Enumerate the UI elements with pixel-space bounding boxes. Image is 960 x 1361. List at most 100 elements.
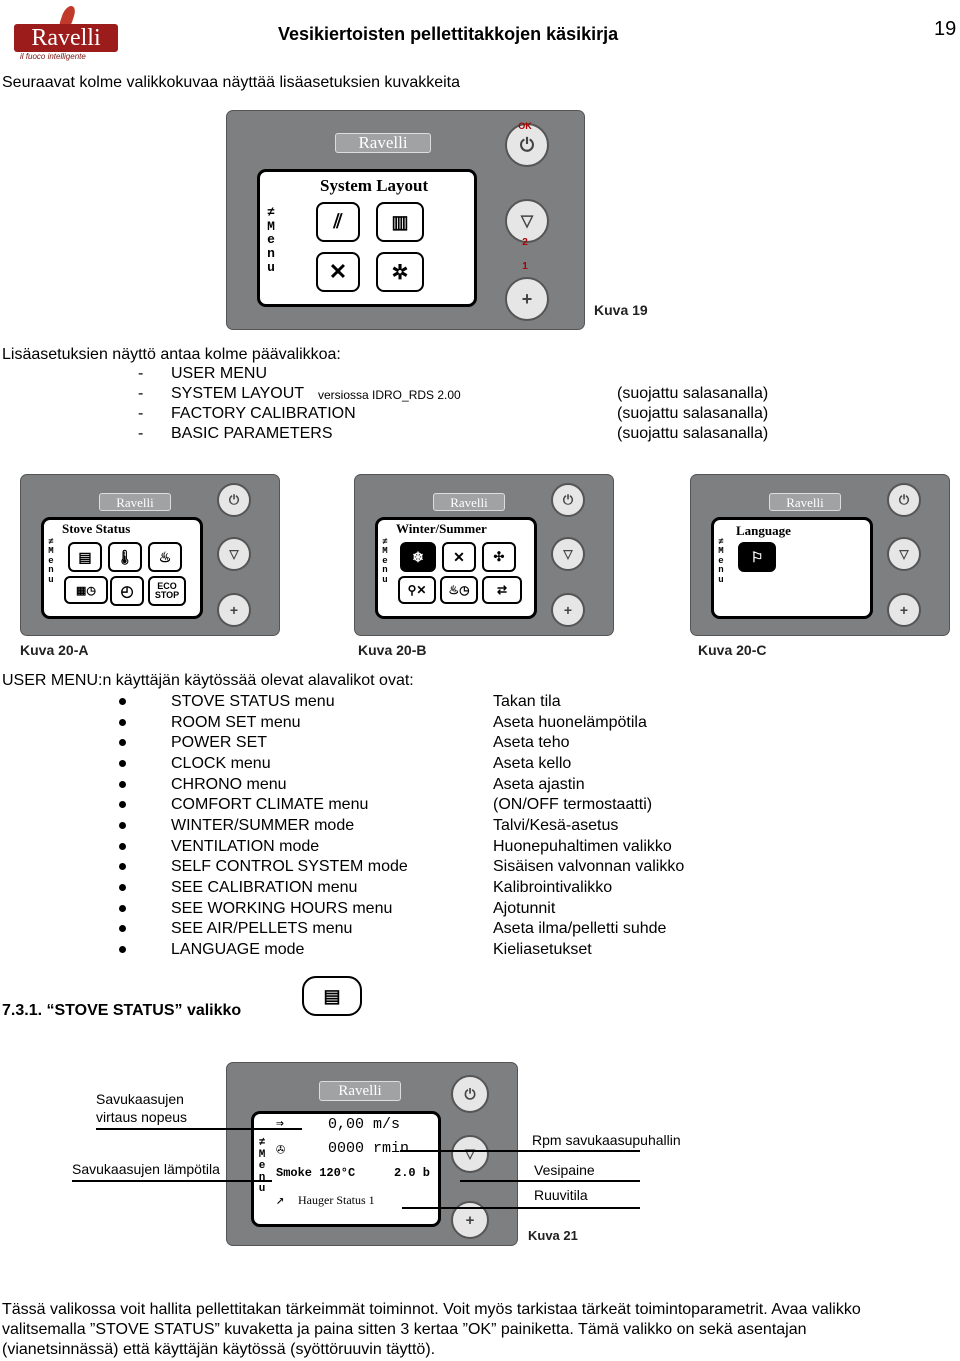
- list-item-desc: Aseta kello: [493, 755, 572, 772]
- menu-version-note: versiossa IDRO_RDS 2.00: [318, 388, 461, 402]
- list-item-desc: Aseta teho: [493, 734, 570, 751]
- list-item-desc: Aseta huonelämpötila: [493, 714, 647, 731]
- ok-button[interactable]: ⏻: [887, 483, 921, 517]
- tools-icon[interactable]: ✕: [442, 542, 476, 572]
- menu-dash: -: [138, 425, 144, 442]
- list-item: CLOCK menu: [171, 755, 271, 772]
- down-button[interactable]: ▽: [217, 537, 251, 571]
- fig19-screen-title: System Layout: [320, 176, 429, 195]
- chrono-icon[interactable]: ◴: [110, 576, 144, 606]
- ok-button[interactable]: ⏻: [551, 483, 585, 517]
- fan-icon: ✇: [276, 1142, 286, 1159]
- list-item: LANGUAGE mode: [171, 941, 305, 958]
- ravelli-logo: Ravelli il fuoco intelligente: [14, 4, 120, 61]
- intro-text: Seuraavat kolme valikkokuvaa näyttää lis…: [2, 74, 461, 91]
- fig20a-caption: Kuva 20-A: [20, 642, 89, 658]
- flame-icon[interactable]: ♨: [148, 542, 182, 572]
- row-auger: Hauger Status 1: [298, 1193, 375, 1207]
- fan-off-icon[interactable]: ✣: [482, 542, 516, 572]
- panel-brand: Ravelli: [433, 493, 505, 511]
- ok-button[interactable]: ⏻: [505, 123, 549, 167]
- stove-status-icon: ▤: [302, 976, 362, 1016]
- clock-calendar-icon[interactable]: ▦◷: [64, 576, 108, 604]
- ok-button[interactable]: ⏻: [451, 1075, 489, 1113]
- stove-status-icon[interactable]: ▤: [68, 542, 102, 572]
- menu-dash: -: [138, 405, 144, 422]
- menu-dash: -: [138, 365, 144, 382]
- fig21-caption: Kuva 21: [528, 1228, 578, 1243]
- panel-brand: Ravelli: [335, 133, 431, 153]
- list-item-desc: Aseta ilma/pelletti suhde: [493, 920, 667, 937]
- footer-line: (vianetsinnässä) että käyttäjän käytössä…: [2, 1341, 436, 1358]
- auger-icon: ↗: [276, 1193, 285, 1209]
- list-item: CHRONO menu: [171, 776, 287, 793]
- main-menus-intro: Lisäasetuksien näyttö antaa kolme pääval…: [2, 346, 341, 363]
- up-button[interactable]: +: [505, 277, 549, 321]
- list-item: ROOM SET menu: [171, 714, 301, 731]
- down-button[interactable]: ▽: [551, 537, 585, 571]
- down-button[interactable]: ▽: [887, 537, 921, 571]
- page-number: 19: [934, 18, 957, 40]
- menu-factory-calibration: FACTORY CALIBRATION: [171, 405, 356, 422]
- panel-brand: Ravelli: [319, 1081, 401, 1101]
- flame-clock-icon[interactable]: ♨◷: [440, 576, 478, 604]
- ok-button[interactable]: ⏻: [217, 483, 251, 517]
- list-item: WINTER/SUMMER mode: [171, 817, 355, 834]
- flame-icon: [58, 6, 78, 26]
- down-button[interactable]: ▽: [451, 1135, 489, 1173]
- menu-user: USER MENU: [171, 365, 268, 382]
- up-label: 1: [522, 261, 528, 272]
- document-title: Vesikiertoisten pellettitakkojen käsikir…: [278, 24, 619, 44]
- callout-rpm-fan: Rpm savukaasupuhallin: [532, 1132, 681, 1148]
- callout-smoke-temp: Savukaasujen lämpötila: [72, 1161, 220, 1177]
- list-item: SEE AIR/PELLETS menu: [171, 920, 353, 937]
- list-item: POWER SET: [171, 734, 268, 751]
- logo-brand: Ravelli: [31, 25, 101, 51]
- gear-icon[interactable]: ✲: [376, 252, 424, 292]
- search-tools-icon[interactable]: ⚲✕: [398, 576, 436, 604]
- list-item: VENTILATION mode: [171, 838, 320, 855]
- tools-icon[interactable]: ✕: [316, 252, 360, 292]
- list-item-desc: Huonepuhaltimen valikko: [493, 838, 672, 855]
- footer-line: Tässä valikossa voit hallita pellettitak…: [2, 1301, 861, 1318]
- feather-icon[interactable]: ⫽: [316, 202, 360, 242]
- air-pellets-icon[interactable]: ⇄: [482, 576, 522, 604]
- up-button[interactable]: +: [551, 593, 585, 627]
- row-rpm: 0000 rmin: [328, 1140, 410, 1157]
- menu-basic-parameters: BASIC PARAMETERS: [171, 425, 333, 442]
- menu-dash: -: [138, 385, 144, 402]
- user-menu-intro: USER MENU:n käyttäjän käytössää olevat a…: [2, 672, 414, 689]
- down-label: 2: [522, 237, 528, 248]
- list-item-desc: (ON/OFF termostaatti): [493, 796, 653, 813]
- list-item-desc: Kalibrointivalikko: [493, 879, 613, 896]
- logo-tagline: il fuoco intelligente: [20, 52, 86, 61]
- snowflake-icon[interactable]: ❄: [400, 542, 436, 572]
- row-pressure: 2.0 b: [394, 1166, 431, 1180]
- list-item: SELF CONTROL SYSTEM mode: [171, 858, 408, 875]
- thermometer-icon[interactable]: 🌡: [108, 542, 142, 572]
- up-button[interactable]: +: [887, 593, 921, 627]
- fig20c-caption: Kuva 20-C: [698, 642, 767, 658]
- row-flow: 0,00 m/s: [328, 1116, 401, 1133]
- language-flag-icon[interactable]: ⚐: [738, 542, 776, 572]
- up-button[interactable]: +: [217, 593, 251, 627]
- callout-water-pressure: Vesipaine: [534, 1162, 595, 1178]
- menu-protected: (suojattu salasanalla): [617, 405, 769, 422]
- eco-stop-icon[interactable]: ECO STOP: [148, 576, 186, 606]
- down-button[interactable]: ▽: [505, 199, 549, 243]
- menu-system-layout: SYSTEM LAYOUT: [171, 385, 305, 402]
- boiler-icon[interactable]: ▥: [376, 202, 424, 242]
- list-item-desc: Takan tila: [493, 693, 561, 710]
- list-item-desc: Ajotunnit: [493, 900, 556, 917]
